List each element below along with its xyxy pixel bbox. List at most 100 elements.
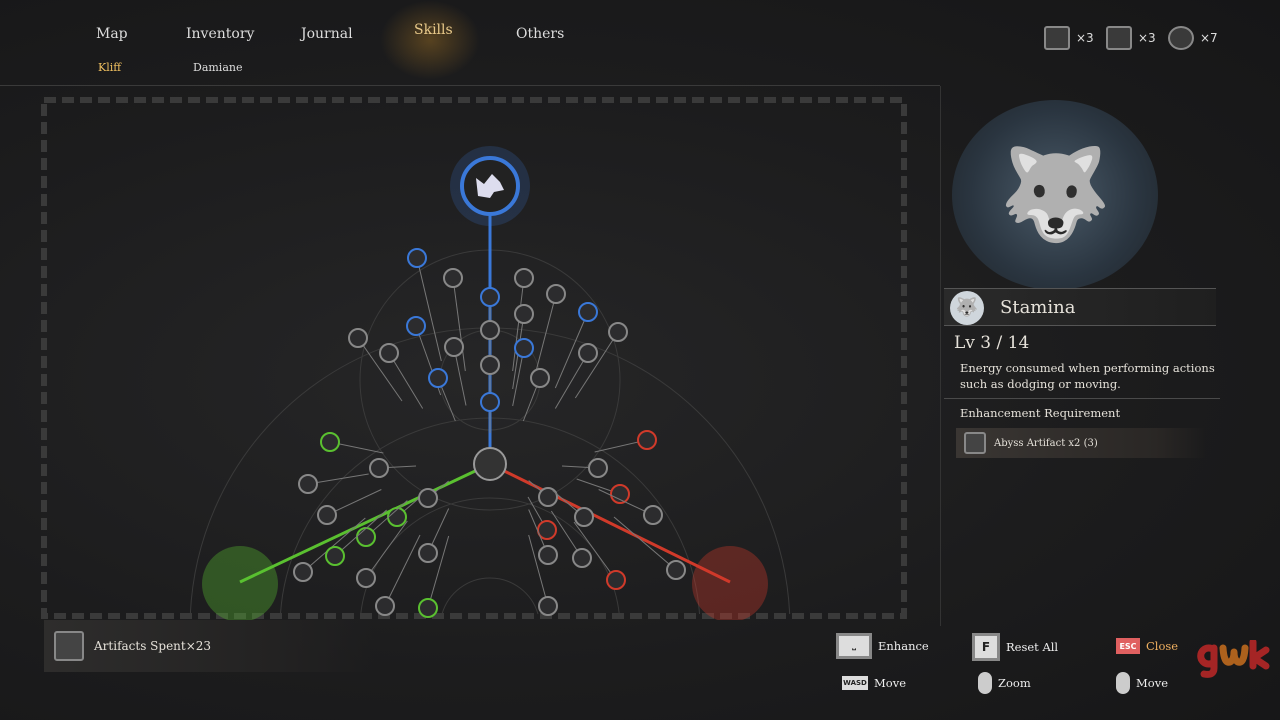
green-skill-link [384, 534, 421, 607]
blue-skill-link [512, 277, 525, 372]
logo-letter-shape [1219, 644, 1249, 666]
blue-skill-node[interactable] [444, 337, 464, 357]
green-skill-node[interactable] [356, 527, 376, 547]
close-hint[interactable]: ESC Close [1116, 638, 1178, 654]
orb-icon [1168, 26, 1194, 50]
hint-label: Move [1136, 676, 1169, 690]
red-skill-node[interactable] [537, 520, 557, 540]
red-skill-link [528, 534, 549, 607]
divider [944, 398, 1220, 399]
blue-skill-node[interactable] [514, 338, 534, 358]
skill-portrait-wolf-icon: 🐺 [952, 100, 1158, 290]
blue-skill-node[interactable] [428, 368, 448, 388]
green-skill-link [427, 535, 450, 609]
blue-skill-node[interactable] [480, 355, 500, 375]
blue-skill-link [388, 352, 424, 409]
tab-journal[interactable]: Journal [301, 26, 353, 42]
hint-label: Move [874, 676, 907, 690]
character-tab-damiane[interactable]: Damiane [193, 61, 243, 74]
green-skill-node[interactable] [369, 458, 389, 478]
blue-skill-node[interactable] [514, 304, 534, 324]
tab-others[interactable]: Others [516, 26, 565, 42]
space-key-icon: ⎵ [836, 633, 872, 659]
tab-map[interactable]: Map [96, 26, 128, 42]
esc-key-icon: ESC [1116, 638, 1140, 654]
green-skill-link [334, 509, 387, 557]
active-tab-glow [380, 0, 480, 80]
red-skill-node[interactable] [538, 545, 558, 565]
wasd-key-icon: WASD [842, 676, 868, 690]
blue-skill-node[interactable] [379, 343, 399, 363]
green-skill-node[interactable] [293, 562, 313, 582]
blue-skill-node[interactable] [530, 368, 550, 388]
green-skill-node[interactable] [418, 543, 438, 563]
enhance-hint[interactable]: ⎵Enhance [836, 633, 929, 659]
blue-skill-link [357, 337, 403, 402]
blue-skill-node[interactable] [480, 320, 500, 340]
red-skill-node[interactable] [610, 484, 630, 504]
move2-hint: Move [1116, 672, 1168, 694]
green-skill-link [302, 517, 366, 573]
blue-skill-node[interactable] [443, 268, 463, 288]
blue-skill-node[interactable] [407, 248, 427, 268]
green-skill-node[interactable] [356, 568, 376, 588]
blue-skill-node[interactable] [514, 268, 534, 288]
green-skill-node[interactable] [387, 507, 407, 527]
red-skill-node[interactable] [572, 548, 592, 568]
green-skill-node[interactable] [325, 546, 345, 566]
currency-count: ×3 [1138, 31, 1156, 45]
red-skill-node[interactable] [574, 507, 594, 527]
currency-abyss-artifact: ×3 [1044, 26, 1094, 50]
blue-skill-node[interactable] [608, 322, 628, 342]
red-branch-line [489, 462, 731, 584]
logo-letter-shape [1197, 644, 1218, 678]
green-skill-node[interactable] [418, 598, 438, 618]
skill-tree [41, 97, 907, 620]
blue-skill-node[interactable] [348, 328, 368, 348]
green-skill-link [326, 489, 382, 516]
red-root-node[interactable] [692, 546, 768, 620]
red-skill-node[interactable] [666, 560, 686, 580]
blue-skill-node[interactable] [480, 287, 500, 307]
blue-skill-node[interactable] [480, 392, 500, 412]
abyss-artifact-icon [54, 631, 84, 661]
skill-description: Energy consumed when performing actions … [960, 361, 1215, 391]
blue-skill-node[interactable] [578, 302, 598, 322]
currency-count: ×3 [1076, 31, 1094, 45]
blue-skill-node[interactable] [578, 343, 598, 363]
green-skill-node[interactable] [418, 488, 438, 508]
cube-icon [1106, 26, 1132, 50]
green-skill-link [365, 520, 408, 579]
blue-skill-link [416, 257, 442, 362]
character-tab-kliff[interactable]: Kliff [98, 61, 122, 74]
green-skill-node[interactable] [298, 474, 318, 494]
red-skill-node[interactable] [606, 570, 626, 590]
red-skill-node[interactable] [637, 430, 657, 450]
green-root-node[interactable] [202, 546, 278, 620]
blue-skill-node[interactable] [406, 316, 426, 336]
red-skill-link [573, 521, 617, 581]
green-skill-node[interactable] [375, 596, 395, 616]
mouse-drag-icon [1116, 672, 1130, 694]
requirement-text: Abyss Artifact x2 (3) [994, 437, 1098, 449]
red-skill-node[interactable] [538, 487, 558, 507]
wolf-icon: 🐺 [950, 291, 984, 325]
red-skill-node[interactable] [643, 505, 663, 525]
tab-inventory[interactable]: Inventory [186, 26, 255, 42]
blue-skill-node[interactable] [546, 284, 566, 304]
hint-label: Close [1146, 639, 1179, 653]
skill-detail-panel [940, 86, 1280, 626]
red-skill-link [598, 489, 654, 516]
hint-label: Reset All [1006, 640, 1059, 654]
green-skill-link [307, 473, 369, 485]
red-skill-node[interactable] [538, 596, 558, 616]
tree-center-node[interactable] [473, 447, 507, 481]
red-skill-node[interactable] [588, 458, 608, 478]
tab-skills[interactable]: Skills [414, 22, 453, 38]
move-hint: WASD Move [842, 676, 906, 690]
abyss-artifact-icon [964, 432, 986, 454]
mouse-wheel-icon [978, 672, 992, 694]
green-skill-node[interactable] [320, 432, 340, 452]
green-skill-node[interactable] [317, 505, 337, 525]
